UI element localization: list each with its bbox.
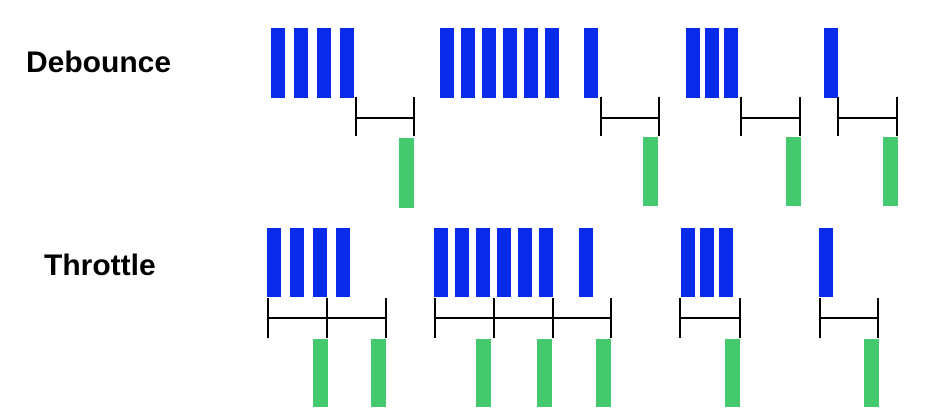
debounce-event-14 bbox=[724, 28, 738, 98]
debounce-event-9 bbox=[524, 28, 538, 98]
throttle-event-6 bbox=[455, 228, 469, 297]
debounce-event-15 bbox=[824, 28, 838, 98]
throttle-row bbox=[267, 228, 879, 407]
throttle-event-11 bbox=[579, 228, 593, 297]
throttle-event-7 bbox=[476, 228, 490, 297]
throttle-output-7 bbox=[864, 339, 879, 407]
throttle-event-8 bbox=[497, 228, 511, 297]
debounce-wait-window-1 bbox=[355, 97, 415, 136]
debounce-event-7 bbox=[482, 28, 496, 98]
throttle-interval-4 bbox=[493, 298, 554, 338]
debounce-event-6 bbox=[461, 28, 475, 98]
throttle-output-5 bbox=[596, 339, 611, 407]
debounce-event-1 bbox=[271, 28, 285, 98]
throttle-event-10 bbox=[539, 228, 553, 297]
debounce-event-5 bbox=[440, 28, 454, 98]
debounce-wait-window-4 bbox=[837, 97, 898, 136]
debounce-event-8 bbox=[503, 28, 517, 98]
debounce-event-3 bbox=[317, 28, 331, 98]
throttle-output-4 bbox=[537, 339, 552, 407]
throttle-event-9 bbox=[518, 228, 532, 297]
debounce-wait-window-2 bbox=[600, 97, 660, 136]
debounce-output-1 bbox=[399, 138, 414, 208]
throttle-output-3 bbox=[476, 339, 491, 407]
throttle-label: Throttle bbox=[44, 249, 156, 282]
throttle-event-12 bbox=[681, 228, 695, 297]
throttle-event-13 bbox=[700, 228, 714, 297]
throttle-event-5 bbox=[434, 228, 448, 297]
throttle-output-6 bbox=[725, 339, 740, 407]
debounce-output-3 bbox=[786, 137, 801, 206]
throttle-output-1 bbox=[313, 339, 328, 407]
debounce-row bbox=[271, 28, 898, 208]
throttle-interval-2 bbox=[326, 298, 387, 338]
throttle-event-2 bbox=[290, 228, 304, 297]
throttle-interval-1 bbox=[267, 298, 328, 338]
throttle-interval-3 bbox=[434, 298, 495, 338]
throttle-interval-6 bbox=[679, 298, 741, 338]
debounce-event-13 bbox=[705, 28, 719, 98]
throttle-event-3 bbox=[313, 228, 327, 297]
throttle-event-14 bbox=[719, 228, 733, 297]
debounce-output-4 bbox=[883, 137, 898, 206]
debounce-event-11 bbox=[584, 28, 598, 98]
debounce-output-2 bbox=[643, 137, 658, 206]
debounce-event-2 bbox=[294, 28, 308, 98]
throttle-event-15 bbox=[819, 228, 833, 297]
throttle-event-1 bbox=[267, 228, 281, 297]
throttle-interval-7 bbox=[819, 298, 879, 338]
throttle-event-4 bbox=[336, 228, 350, 297]
throttle-interval-5 bbox=[552, 298, 612, 338]
debounce-event-10 bbox=[545, 28, 559, 98]
throttle-output-2 bbox=[371, 339, 386, 407]
debounce-label: Debounce bbox=[26, 46, 172, 79]
debounce-event-4 bbox=[340, 28, 354, 98]
debounce-wait-window-3 bbox=[740, 97, 801, 136]
debounce-event-12 bbox=[686, 28, 700, 98]
